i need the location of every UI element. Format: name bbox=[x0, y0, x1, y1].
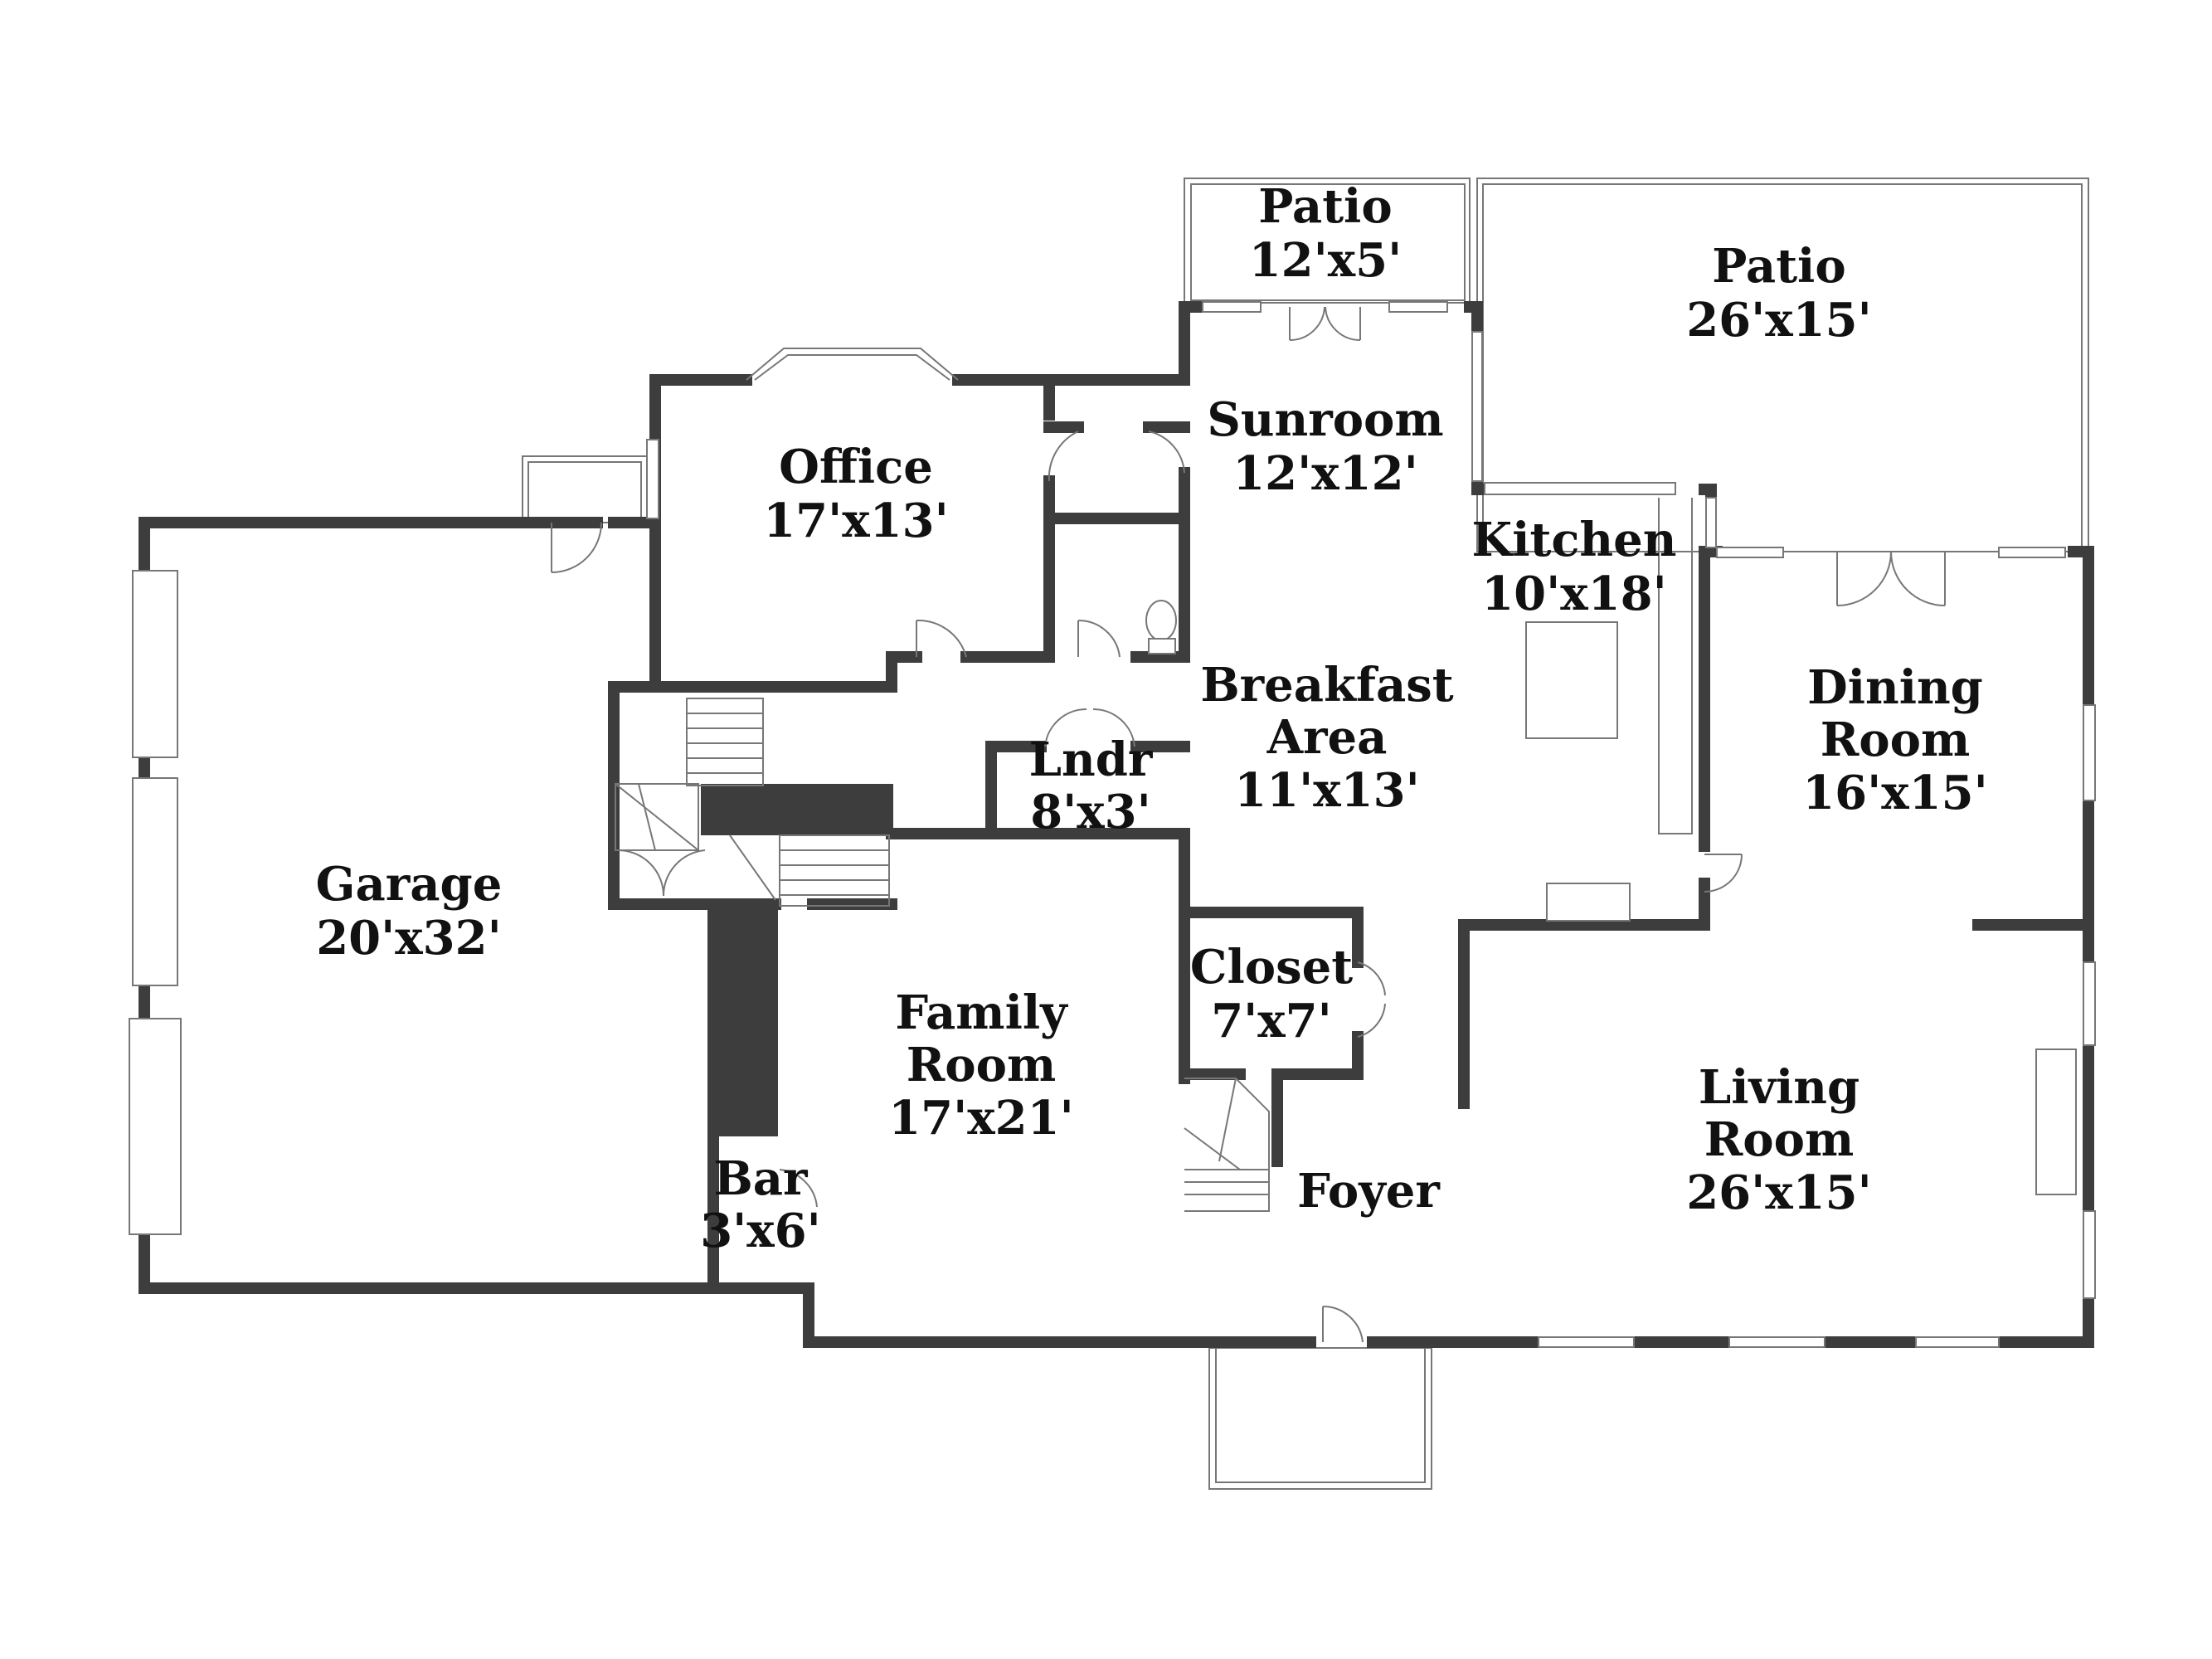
windows bbox=[129, 301, 2096, 1348]
room-size: 17'x13' bbox=[763, 494, 949, 548]
room-size: 10'x18' bbox=[1481, 567, 1667, 621]
room-name: Office bbox=[779, 440, 933, 494]
room-closet: Closet 7'x7' bbox=[1190, 940, 1353, 1048]
room-garage: Garage 20'x32' bbox=[316, 857, 503, 966]
room-name-line1: Living bbox=[1699, 1060, 1860, 1115]
room-living: Living Room 26'x15' bbox=[1686, 1060, 1872, 1220]
room-name: Closet bbox=[1190, 940, 1353, 995]
room-name: Lndr bbox=[1029, 732, 1154, 787]
room-size: 12'x5' bbox=[1249, 233, 1403, 288]
room-name-line2: Area bbox=[1266, 710, 1388, 765]
room-office: Office 17'x13' bbox=[763, 440, 949, 548]
room-size: 12'x12' bbox=[1232, 446, 1418, 501]
room-dining: Dining Room 16'x15' bbox=[1802, 660, 1988, 820]
room-labels: Patio 12'x5' Patio 26'x15' Sunroom 12'x1… bbox=[316, 179, 1988, 1258]
room-size: 8'x3' bbox=[1030, 785, 1151, 839]
room-patio-large: Patio 26'x15' bbox=[1686, 239, 1872, 348]
room-size: 17'x21' bbox=[888, 1091, 1074, 1146]
room-size: 11'x13' bbox=[1234, 763, 1420, 818]
room-size: 16'x15' bbox=[1802, 766, 1988, 820]
room-size: 26'x15' bbox=[1686, 293, 1872, 348]
room-name-line1: Dining bbox=[1807, 660, 1983, 715]
room-family: Family Room 17'x21' bbox=[888, 985, 1074, 1146]
fixtures bbox=[1145, 498, 2077, 1195]
room-name: Patio bbox=[1258, 179, 1392, 234]
room-foyer: Foyer bbox=[1297, 1164, 1441, 1219]
room-name: Garage bbox=[316, 857, 503, 912]
room-patio-small: Patio 12'x5' bbox=[1249, 179, 1403, 288]
room-name-line2: Room bbox=[1704, 1112, 1855, 1167]
room-size: 3'x6' bbox=[700, 1204, 821, 1258]
room-name-line2: Room bbox=[1821, 713, 1971, 767]
room-kitchen: Kitchen 10'x18' bbox=[1472, 513, 1677, 621]
stairs bbox=[615, 698, 1270, 1212]
room-name-line1: Breakfast bbox=[1200, 658, 1453, 713]
room-name: Foyer bbox=[1297, 1164, 1441, 1219]
room-laundry: Lndr 8'x3' bbox=[1029, 732, 1154, 839]
room-breakfast-area: Breakfast Area 11'x13' bbox=[1200, 658, 1453, 818]
room-size: 20'x32' bbox=[316, 911, 502, 966]
room-name: Bar bbox=[713, 1151, 809, 1206]
chimney-blocks bbox=[701, 784, 893, 1136]
room-name: Sunroom bbox=[1207, 392, 1443, 447]
room-name: Kitchen bbox=[1472, 513, 1677, 567]
doors bbox=[551, 306, 1946, 1343]
room-size: 26'x15' bbox=[1686, 1165, 1872, 1220]
room-name-line1: Family bbox=[895, 985, 1068, 1040]
room-size: 7'x7' bbox=[1211, 994, 1332, 1048]
room-sunroom: Sunroom 12'x12' bbox=[1207, 392, 1443, 501]
room-bar: Bar 3'x6' bbox=[700, 1151, 821, 1258]
room-name-line2: Room bbox=[907, 1038, 1057, 1092]
room-name: Patio bbox=[1712, 239, 1845, 294]
